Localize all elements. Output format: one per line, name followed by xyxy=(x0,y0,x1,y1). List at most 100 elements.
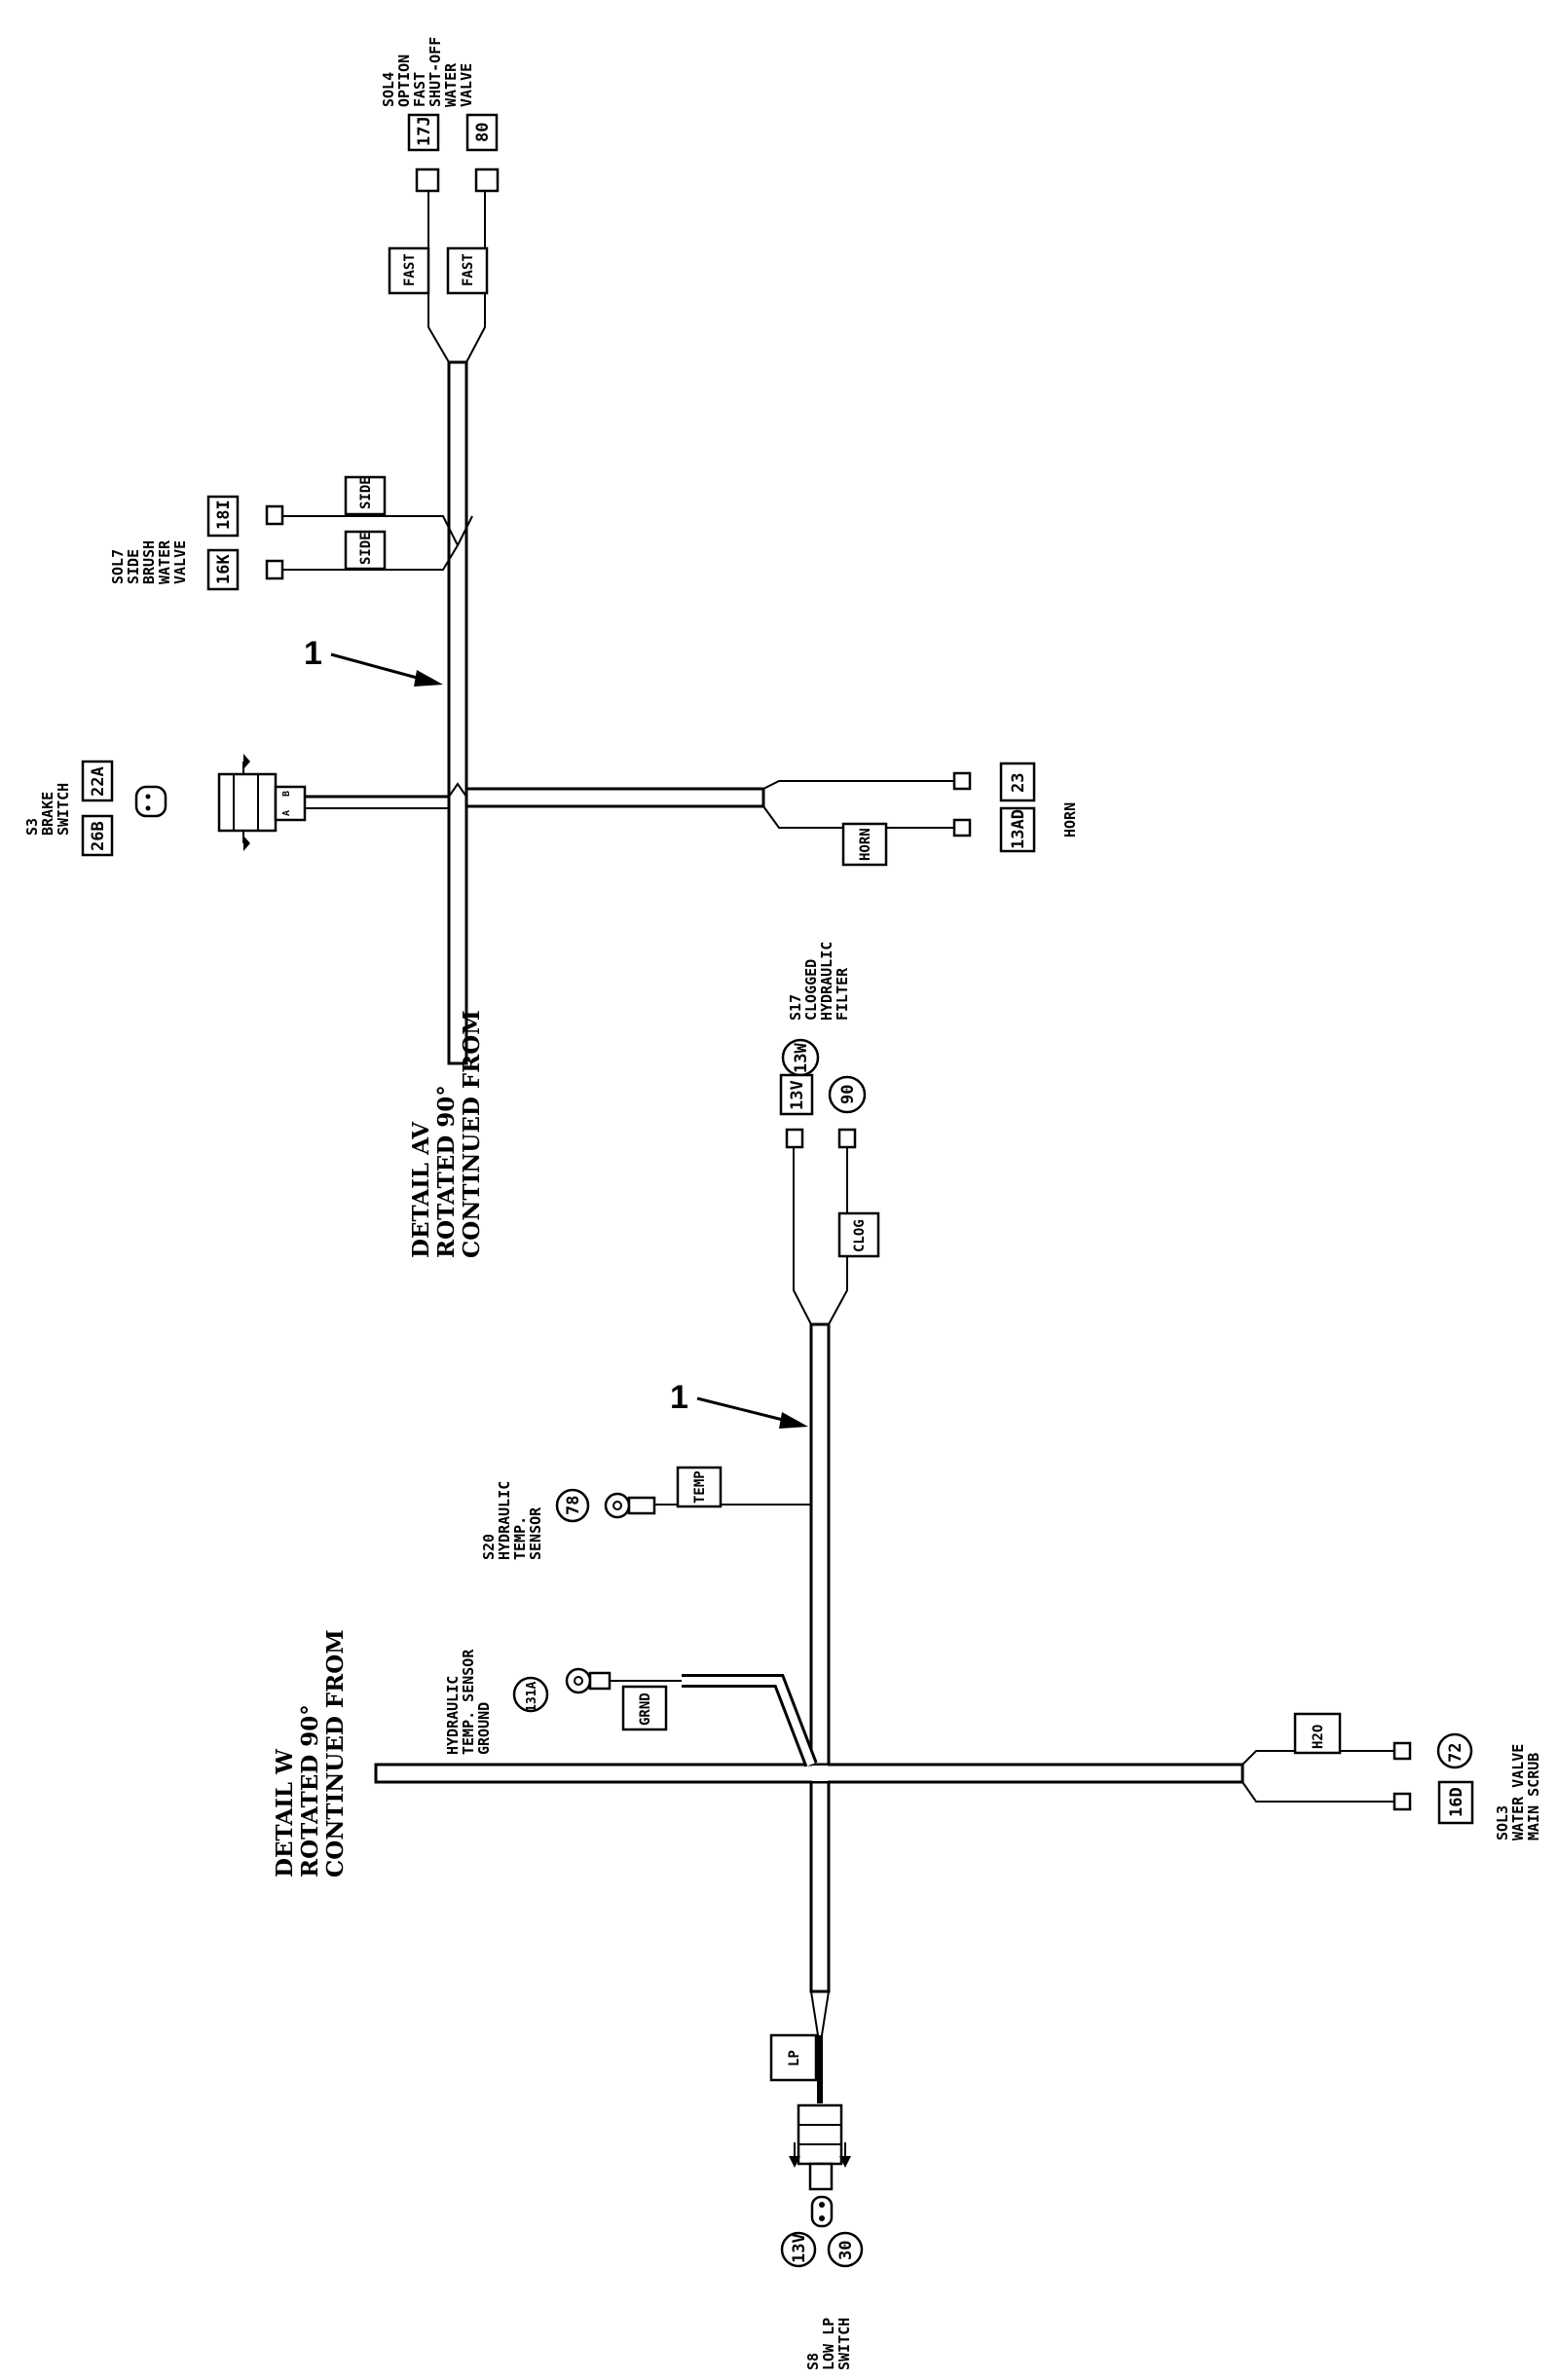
s17-connector-a xyxy=(785,1128,804,1149)
horn-branch-label: HORN xyxy=(858,828,873,861)
sol7-connector-a xyxy=(265,504,284,526)
side-label-box-2 xyxy=(344,530,387,571)
horn-connector-a xyxy=(952,771,972,791)
sol4-tag-17j: 17J xyxy=(415,116,434,146)
detail-av-line-3: CONTINUED FROM xyxy=(459,1010,485,1258)
ground-tag-131a: 131A xyxy=(525,1682,539,1712)
s20-line-3: TEMP. xyxy=(511,1516,529,1560)
s3-tag-box-26b xyxy=(81,814,114,857)
s8-line-1: S8 xyxy=(804,2353,822,2370)
sol4-line-6: VALVE xyxy=(458,63,475,107)
horn-tag-13ad: 13AD xyxy=(1009,809,1028,849)
s3-line-1: S3 xyxy=(23,818,41,836)
sol4-line-5: WATER xyxy=(442,62,460,107)
s3-line-3: SWITCH xyxy=(55,783,72,836)
s20-tag-circle xyxy=(555,1488,590,1523)
sol4-tag-80: 80 xyxy=(473,123,493,142)
s17-line-1: S17 xyxy=(787,994,804,1021)
fast-label-box-2 xyxy=(446,246,489,295)
sol3-tag-box-16d xyxy=(1437,1780,1474,1825)
clog-label-box xyxy=(837,1211,880,1258)
sol3-connector-b xyxy=(1392,1792,1412,1811)
callout-lower-number: 1 xyxy=(670,1379,688,1416)
sol7-connector-b xyxy=(265,559,284,580)
ground-line-1: HYDRAULIC xyxy=(444,1676,462,1755)
s3-brake-switch: S3 BRAKE SWITCH 22A 26B A B xyxy=(23,754,307,857)
sol7-tag-18i: 18I xyxy=(214,500,234,530)
horn-label-box xyxy=(841,822,888,867)
callout-upper: 1 xyxy=(304,635,443,687)
s8-plug xyxy=(808,2162,834,2191)
s3-tag-box-22a xyxy=(81,760,114,802)
detail-av-caption: DETAIL AV ROTATED 90° CONTINUED FROM xyxy=(408,1010,485,1258)
grnd-branch-label: GRND xyxy=(638,1692,653,1726)
s8-connector-housing xyxy=(797,2103,843,2166)
s17-tag-13w: 13W xyxy=(792,1043,811,1073)
horn-tag-23: 23 xyxy=(1009,773,1028,793)
h2o-label-box xyxy=(1293,1712,1342,1755)
s3-line-2: BRAKE xyxy=(39,792,56,836)
s17-line-2: CLOGGED xyxy=(802,959,820,1021)
s17-tag-box-13v xyxy=(779,1073,814,1116)
s20-line-1: S20 xyxy=(480,1534,498,1560)
detail-w-line-3: CONTINUED FROM xyxy=(322,1629,349,1878)
s8-tag-circle-13v xyxy=(780,2231,817,2268)
detail-av-line-1: DETAIL AV xyxy=(408,1121,434,1258)
ground-line-2: TEMP. SENSOR xyxy=(460,1649,477,1755)
s17-tag-90: 90 xyxy=(838,1085,858,1104)
sol3-line-2: WATER VALVE xyxy=(1509,1744,1527,1841)
s3-switch-body xyxy=(134,785,167,818)
sol7-tag-box-16k xyxy=(206,548,240,591)
side-label-box-1 xyxy=(344,475,387,516)
sol3-tag-72: 72 xyxy=(1446,1743,1465,1763)
sol4-connector-a xyxy=(415,167,440,193)
s20-line-2: HYDRAULIC xyxy=(496,1481,513,1560)
sol4-line-4: SHUT-OFF xyxy=(427,37,444,107)
sol4-tag-box-17j xyxy=(407,113,440,152)
s17-tag-circle-90 xyxy=(828,1075,867,1114)
horn-connector-b xyxy=(952,818,972,837)
s20-line-4: SENSOR xyxy=(527,1506,544,1560)
s20-hydraulic-temp-sensor: S20 HYDRAULIC TEMP. SENSOR 78 TEMP xyxy=(480,1466,723,1560)
s3-tag-22a: 22A xyxy=(89,766,108,797)
harness-detail-av xyxy=(282,190,954,1065)
sol7-line-3: BRUSH xyxy=(140,540,158,584)
s3-pin-b: B xyxy=(281,791,292,797)
s20-tag-78: 78 xyxy=(564,1496,583,1515)
ground-crimp xyxy=(588,1671,612,1691)
sol7-line-4: WATER xyxy=(156,539,173,584)
sol4-line-2: OPTION xyxy=(395,55,413,107)
fast-label-1: FAST xyxy=(402,253,418,286)
sol7-line-1: SOL7 xyxy=(109,549,127,584)
horn-tag-box-23 xyxy=(999,762,1036,802)
s3-plug xyxy=(274,785,307,822)
s3-pin-a: A xyxy=(281,810,292,816)
lp-label-box xyxy=(769,2033,818,2082)
s17-connector-b xyxy=(837,1128,857,1149)
sol3-line-1: SOL3 xyxy=(1494,1805,1511,1841)
s17-clogged-filter-switch: S17 CLOGGED HYDRAULIC FILTER 13W 13V 90 … xyxy=(779,942,880,1258)
detail-w-line-2: ROTATED 90° xyxy=(297,1704,323,1878)
s8-line-2: LOW LP xyxy=(820,2318,837,2370)
sol4-line-1: SOL4 xyxy=(380,72,397,107)
lp-branch-label: LP xyxy=(787,2050,802,2066)
clog-branch-label: CLOG xyxy=(852,1219,868,1252)
temp-label-box xyxy=(676,1466,723,1508)
sol4-connector-b xyxy=(474,167,500,193)
s8-tag-30: 30 xyxy=(836,2241,856,2260)
sol3-tag-circle-72 xyxy=(1436,1732,1473,1769)
detail-w-caption: DETAIL W ROTATED 90° CONTINUED FROM xyxy=(272,1629,349,1878)
sol4-fast-shutoff-valve: SOL4 OPTION FAST SHUT-OFF WATER VALVE 17… xyxy=(380,37,500,295)
s20-crimp xyxy=(627,1496,656,1515)
sol7-line-2: SIDE xyxy=(125,549,142,584)
horn-tag-box-13ad xyxy=(999,806,1036,853)
sol3-tag-16d: 16D xyxy=(1447,1787,1466,1817)
s3-tag-26b: 26B xyxy=(89,821,108,851)
s8-low-lp-switch: LP 13V 30 S8 LOW LP SWITCH xyxy=(769,2033,864,2370)
s17-tag-13v: 13V xyxy=(788,1080,807,1110)
sol7-tag-box-18i xyxy=(206,495,240,538)
s3-connector-housing xyxy=(217,772,278,833)
s8-switch-body xyxy=(810,2195,834,2228)
fast-label-box-1 xyxy=(388,246,430,295)
